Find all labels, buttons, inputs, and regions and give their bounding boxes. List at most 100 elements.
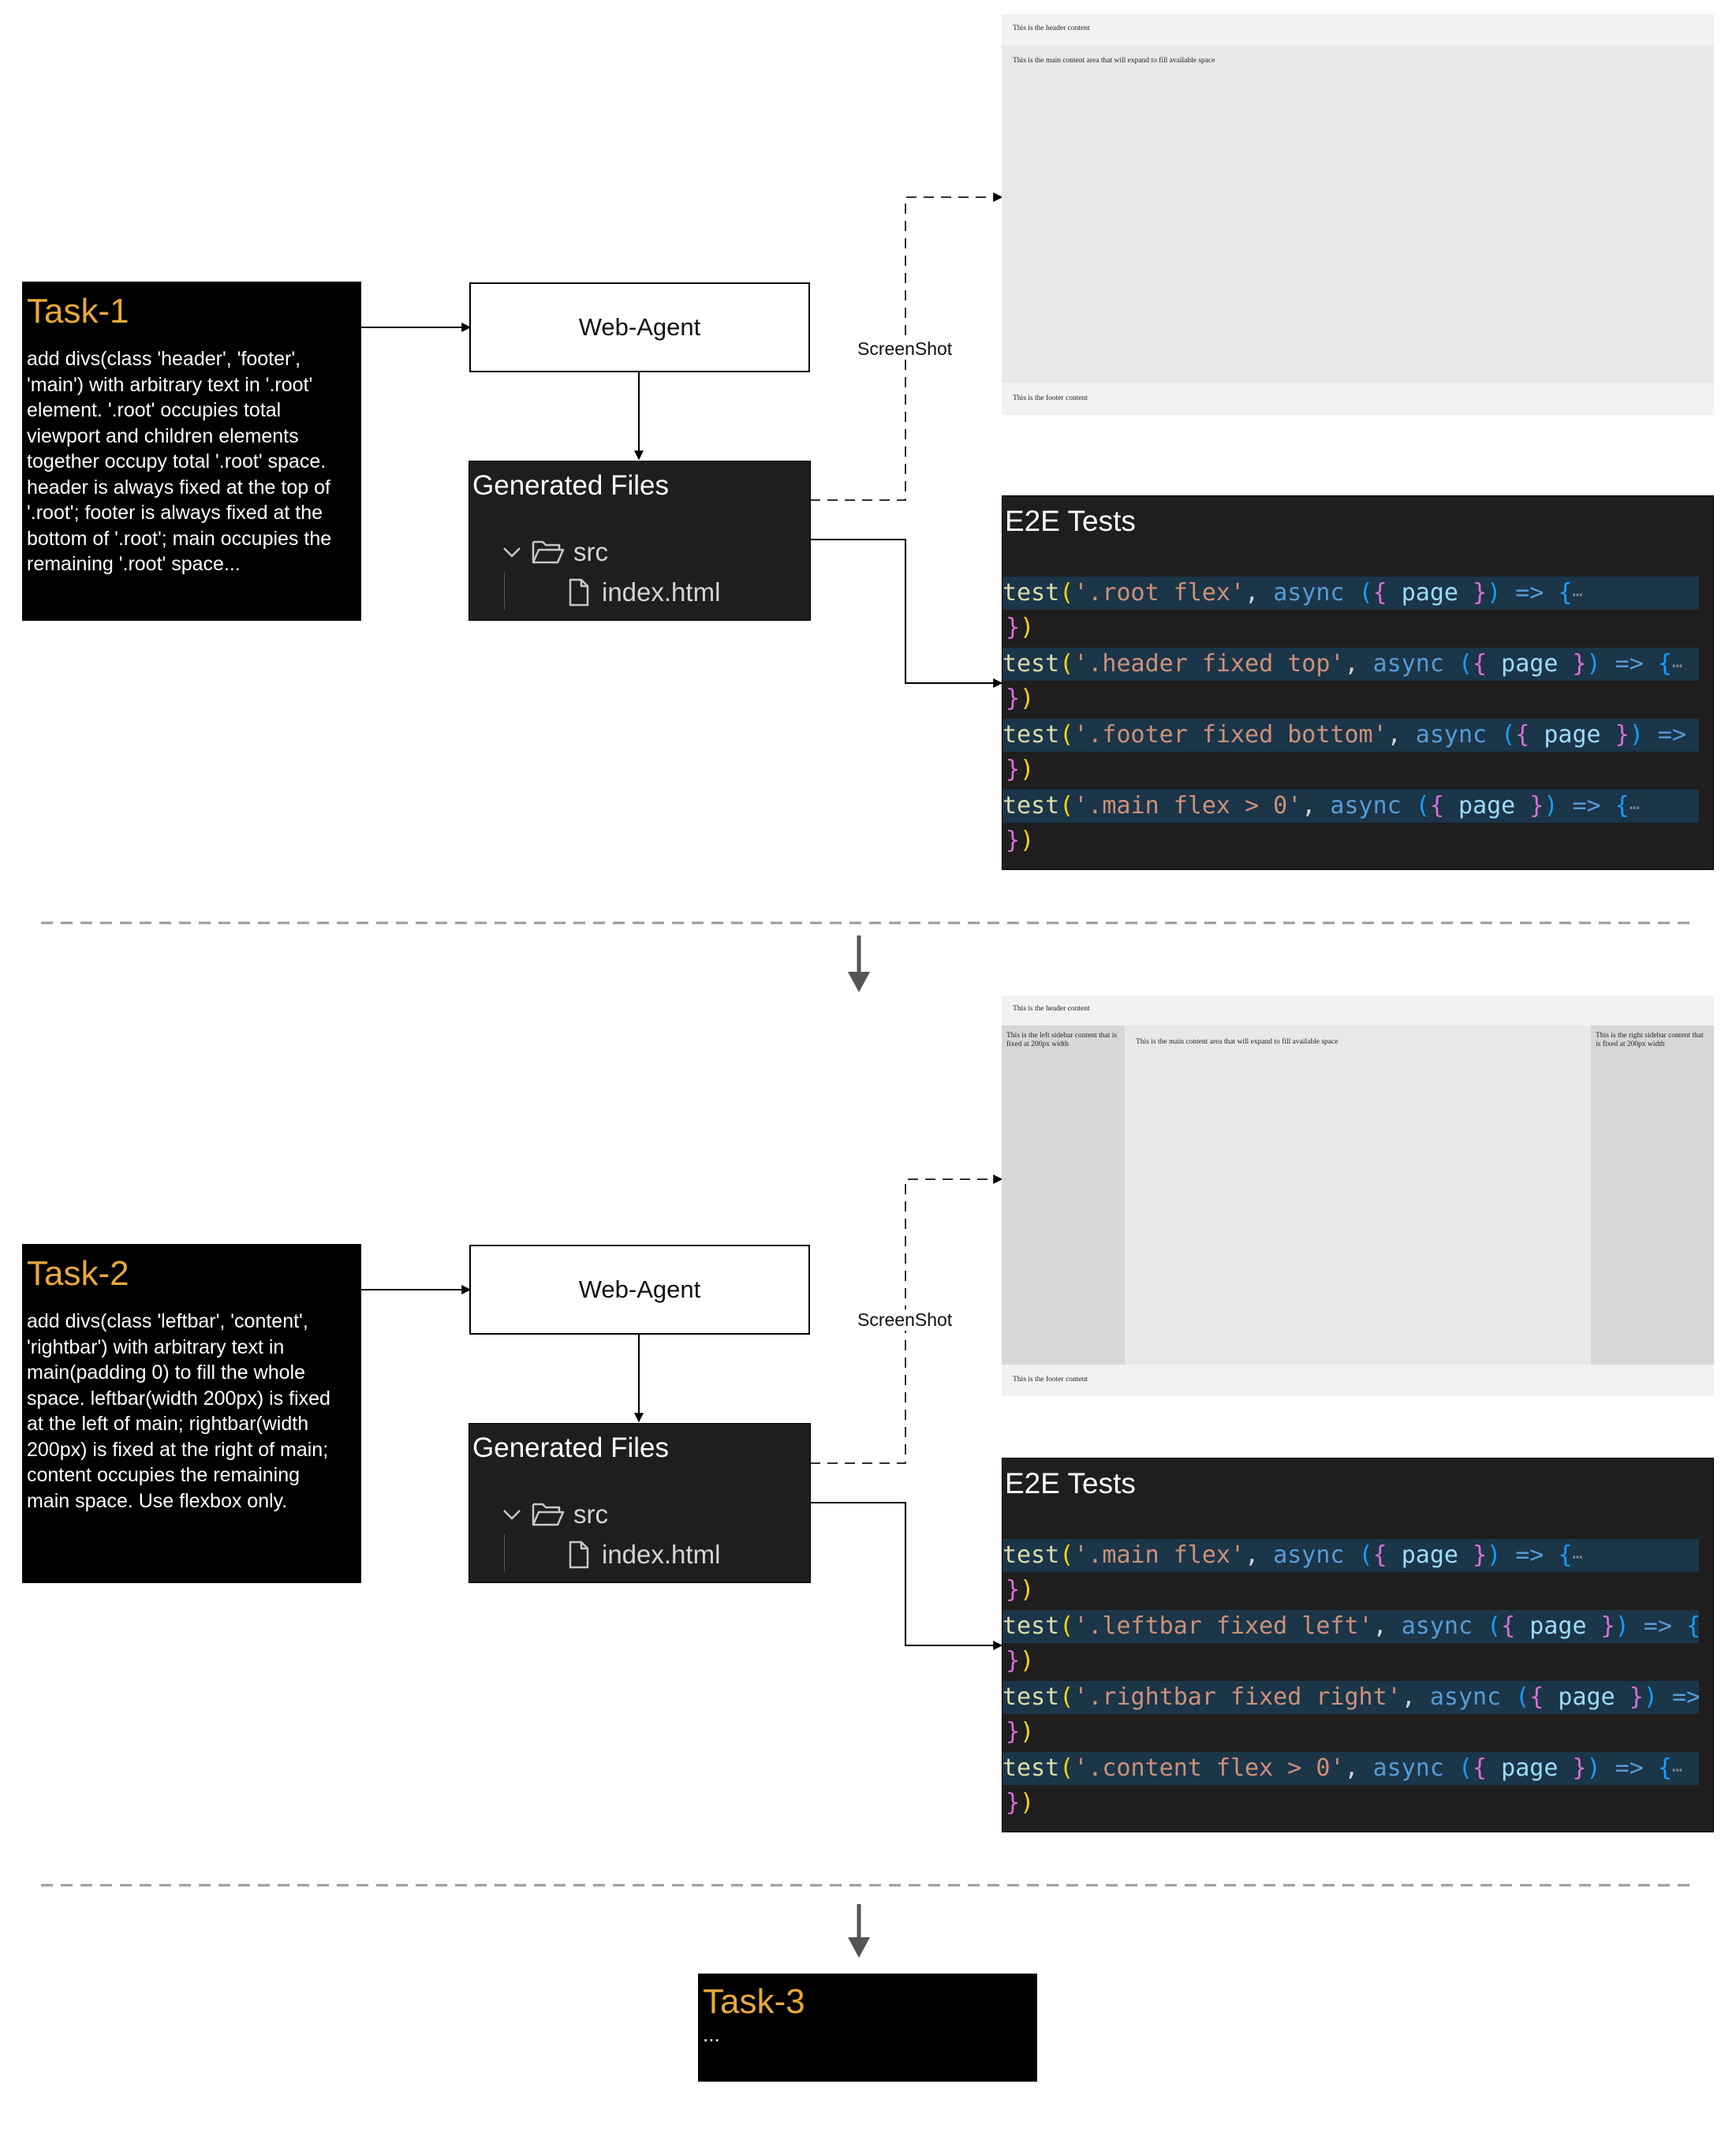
test-fn: test bbox=[1002, 1612, 1060, 1640]
arrow: => bbox=[1615, 1754, 1644, 1782]
files2-to-tests-arrow bbox=[810, 1502, 1003, 1650]
mock-footer-text: This is the footer content bbox=[1013, 394, 1088, 402]
paren: ( bbox=[1415, 792, 1430, 820]
screenshot-2: This is the header content This is the l… bbox=[1002, 995, 1714, 1396]
brace: } bbox=[1473, 579, 1488, 607]
test-line[interactable]: test('.rightbar fixed right', async ({ p… bbox=[1002, 1681, 1699, 1714]
test-fn: test bbox=[1002, 579, 1060, 607]
folded-ellipsis: ⋯ bbox=[1629, 798, 1640, 818]
paren: ) bbox=[1020, 1576, 1035, 1604]
space bbox=[1529, 721, 1544, 749]
test-name: '.main flex' bbox=[1073, 1541, 1245, 1569]
space bbox=[1544, 1541, 1558, 1569]
folder-open-icon bbox=[532, 540, 565, 564]
e2e-tests-title: E2E Tests bbox=[1005, 505, 1136, 537]
paren: ) bbox=[1487, 1541, 1502, 1569]
down-arrow-icon bbox=[848, 936, 870, 992]
brace: { bbox=[1473, 650, 1488, 678]
comma: , bbox=[1344, 1754, 1373, 1782]
space bbox=[1672, 1612, 1686, 1640]
space bbox=[1501, 579, 1515, 607]
mock-leftbar bbox=[1002, 1025, 1125, 1365]
brace: { bbox=[1501, 1612, 1516, 1640]
paren: ) bbox=[1020, 756, 1035, 783]
test-name: '.main flex > 0' bbox=[1073, 792, 1302, 820]
paren: ( bbox=[1059, 579, 1074, 607]
space bbox=[1487, 1754, 1501, 1782]
brace: } bbox=[1600, 1612, 1615, 1640]
test-line[interactable]: test('.root flex', async ({ page }) => {… bbox=[1002, 577, 1699, 610]
screenshot-label: ScreenShot bbox=[856, 338, 954, 360]
arrow: => bbox=[1657, 721, 1686, 749]
web-agent-box: Web-Agent bbox=[469, 282, 810, 372]
paren: ) bbox=[1020, 685, 1035, 712]
folded-ellipsis: ⋯ bbox=[1671, 656, 1683, 676]
brace: } bbox=[1006, 685, 1021, 712]
space bbox=[1601, 792, 1615, 820]
space bbox=[1501, 1683, 1515, 1711]
param: page bbox=[1458, 792, 1516, 820]
test-fn: test bbox=[1002, 1754, 1060, 1782]
folded-ellipsis: ⋯ bbox=[1671, 1761, 1683, 1780]
e2e-tests-panel-1: E2E Tests test('.root flex', async ({ pa… bbox=[1002, 495, 1714, 870]
task-2-box: Task-2 add divs(class 'leftbar', 'conten… bbox=[22, 1244, 361, 1583]
file-icon bbox=[569, 578, 589, 607]
arrow: => bbox=[1515, 1541, 1544, 1569]
tree-folder-row[interactable]: src bbox=[501, 1499, 608, 1529]
test-line[interactable]: test('.footer fixed bottom', async ({ pa… bbox=[1002, 719, 1699, 752]
paren: ( bbox=[1487, 1612, 1502, 1640]
brace: { bbox=[1372, 1541, 1387, 1569]
brace: { bbox=[1615, 792, 1630, 820]
paren: ( bbox=[1059, 1683, 1074, 1711]
paren: ( bbox=[1059, 721, 1074, 749]
e2e-tests-title: E2E Tests bbox=[1005, 1467, 1136, 1499]
space bbox=[1473, 1612, 1487, 1640]
brace: } bbox=[1006, 1718, 1021, 1746]
tree-file-row[interactable]: index.html bbox=[567, 1540, 720, 1570]
space bbox=[1387, 579, 1402, 607]
file-name: index.html bbox=[602, 1540, 721, 1569]
test-line[interactable]: test('.header fixed top', async ({ page … bbox=[1002, 648, 1699, 681]
brace: { bbox=[1515, 721, 1530, 749]
async-keyword: async bbox=[1330, 792, 1402, 820]
paren: ) bbox=[1020, 1789, 1035, 1817]
param: page bbox=[1401, 579, 1458, 607]
space bbox=[1587, 1612, 1601, 1640]
paren: ) bbox=[1020, 1647, 1035, 1675]
test-name: '.content flex > 0' bbox=[1073, 1754, 1345, 1782]
tree-folder-row[interactable]: src bbox=[501, 537, 608, 567]
paren: ) bbox=[1586, 1754, 1601, 1782]
test-line[interactable]: test('.main flex > 0', async ({ page }) … bbox=[1002, 790, 1699, 823]
down-arrow-icon bbox=[848, 1904, 870, 1958]
paren: ( bbox=[1059, 792, 1074, 820]
web-agent-label: Web-Agent bbox=[578, 1275, 701, 1303]
test-close-line: }) bbox=[1006, 1716, 1034, 1749]
test-line[interactable]: test('.content flex > 0', async ({ page … bbox=[1002, 1752, 1699, 1785]
task-title: Task-1 bbox=[27, 292, 129, 331]
space bbox=[1444, 792, 1458, 820]
tree-file-row[interactable]: index.html bbox=[567, 577, 720, 607]
chevron-down-icon bbox=[503, 1510, 521, 1520]
paren: ) bbox=[1629, 721, 1644, 749]
test-close-line: }) bbox=[1006, 753, 1034, 786]
task-3-box: Task-3 ... bbox=[698, 1974, 1037, 2082]
space bbox=[1458, 579, 1473, 607]
test-fn: test bbox=[1002, 1541, 1060, 1569]
test-fn: test bbox=[1002, 792, 1060, 820]
paren: ( bbox=[1515, 1683, 1530, 1711]
space bbox=[1558, 650, 1572, 678]
brace: } bbox=[1006, 1576, 1021, 1604]
brace: } bbox=[1006, 756, 1021, 783]
task-description: ... bbox=[703, 2022, 720, 2046]
space bbox=[1515, 1612, 1529, 1640]
brace: { bbox=[1657, 650, 1672, 678]
paren: ( bbox=[1059, 1754, 1074, 1782]
test-line[interactable]: test('.main flex', async ({ page }) => {… bbox=[1002, 1539, 1699, 1572]
test-line[interactable]: test('.leftbar fixed left', async ({ pag… bbox=[1002, 1610, 1699, 1643]
arrow: => bbox=[1671, 1683, 1699, 1711]
arrow: => bbox=[1515, 579, 1544, 607]
generated-files-title: Generated Files bbox=[472, 470, 670, 501]
brace: } bbox=[1006, 827, 1021, 854]
brace: { bbox=[1686, 1612, 1699, 1640]
space bbox=[1345, 1541, 1359, 1569]
